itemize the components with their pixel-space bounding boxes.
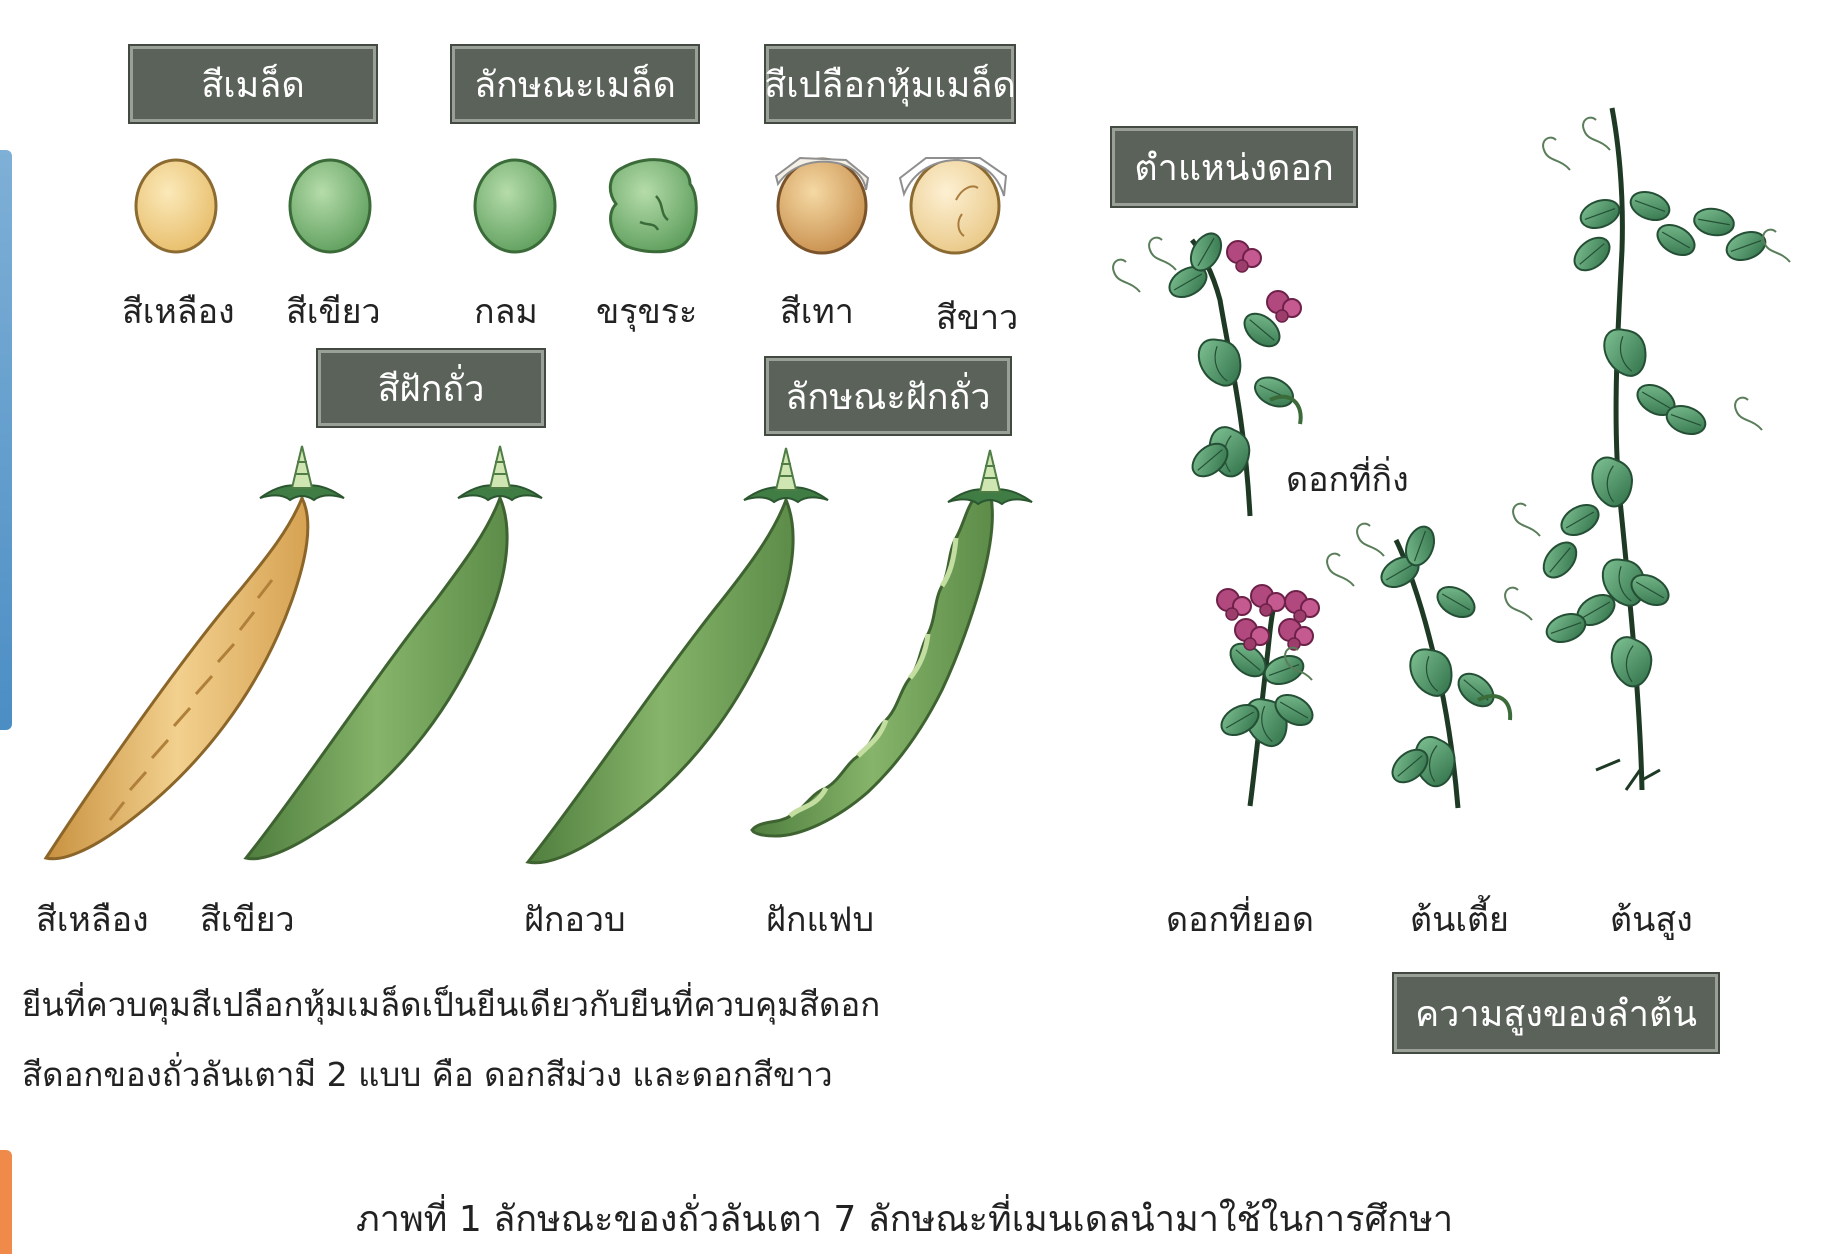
label-tall-plant: ต้นสูง xyxy=(1610,892,1693,946)
seed-wrinkled xyxy=(610,160,696,252)
label-seed-wrinkled: ขรุขระ xyxy=(596,284,697,338)
plant-tall xyxy=(1505,108,1790,790)
seed-coat-white xyxy=(900,158,1006,253)
header-seed-coat-color: สีเปลือกหุ้มเมล็ด xyxy=(764,44,1016,124)
label-pod-yellow: สีเหลือง xyxy=(36,892,149,946)
header-stem-height: ความสูงของลำต้น xyxy=(1392,972,1720,1054)
label-terminal-flower: ดอกที่ยอด xyxy=(1166,892,1314,946)
header-flower-position: ตำแหน่งดอก xyxy=(1110,126,1358,208)
label-dwarf-plant: ต้นเตี้ย xyxy=(1410,892,1509,946)
label-axial-flower: ดอกที่กิ่ง xyxy=(1286,452,1409,506)
header-pod-color: สีฝักถั่ว xyxy=(316,348,546,428)
seed-green xyxy=(290,160,370,252)
figure-caption: ภาพที่ 1 ลักษณะของถั่วลันเตา 7 ลักษณะที่… xyxy=(356,1190,1453,1247)
pod-green xyxy=(246,446,542,859)
label-seed-yellow: สีเหลือง xyxy=(122,284,235,338)
pod-inflated xyxy=(528,448,828,863)
note-line-1: ยีนที่ควบคุมสีเปลือกหุ้มเมล็ดเป็นยีนเดีย… xyxy=(22,978,880,1031)
seed-coat-gray xyxy=(776,158,868,253)
note-line-2: สีดอกของถั่วลันเตามี 2 แบบ คือ ดอกสีม่วง… xyxy=(22,1048,833,1101)
plant-axial-flower xyxy=(1113,228,1301,516)
label-seed-gray: สีเทา xyxy=(780,284,854,338)
label-pod-inflated: ฝักอวบ xyxy=(524,892,626,946)
pod-constricted xyxy=(752,450,1032,836)
seed-round xyxy=(475,160,555,252)
label-pod-constricted: ฝักแฟบ xyxy=(766,892,874,946)
plant-terminal-flower xyxy=(1216,585,1319,806)
header-pod-shape: ลักษณะฝักถั่ว xyxy=(764,356,1012,436)
header-seed-shape: ลักษณะเมล็ด xyxy=(450,44,700,124)
seed-yellow xyxy=(136,160,216,252)
header-seed-color: สีเมล็ด xyxy=(128,44,378,124)
label-seed-green: สีเขียว xyxy=(286,284,381,338)
label-pod-green: สีเขียว xyxy=(200,892,295,946)
plant-dwarf xyxy=(1327,523,1510,808)
label-seed-white: สีขาว xyxy=(936,290,1018,344)
label-seed-round: กลม xyxy=(474,284,538,338)
